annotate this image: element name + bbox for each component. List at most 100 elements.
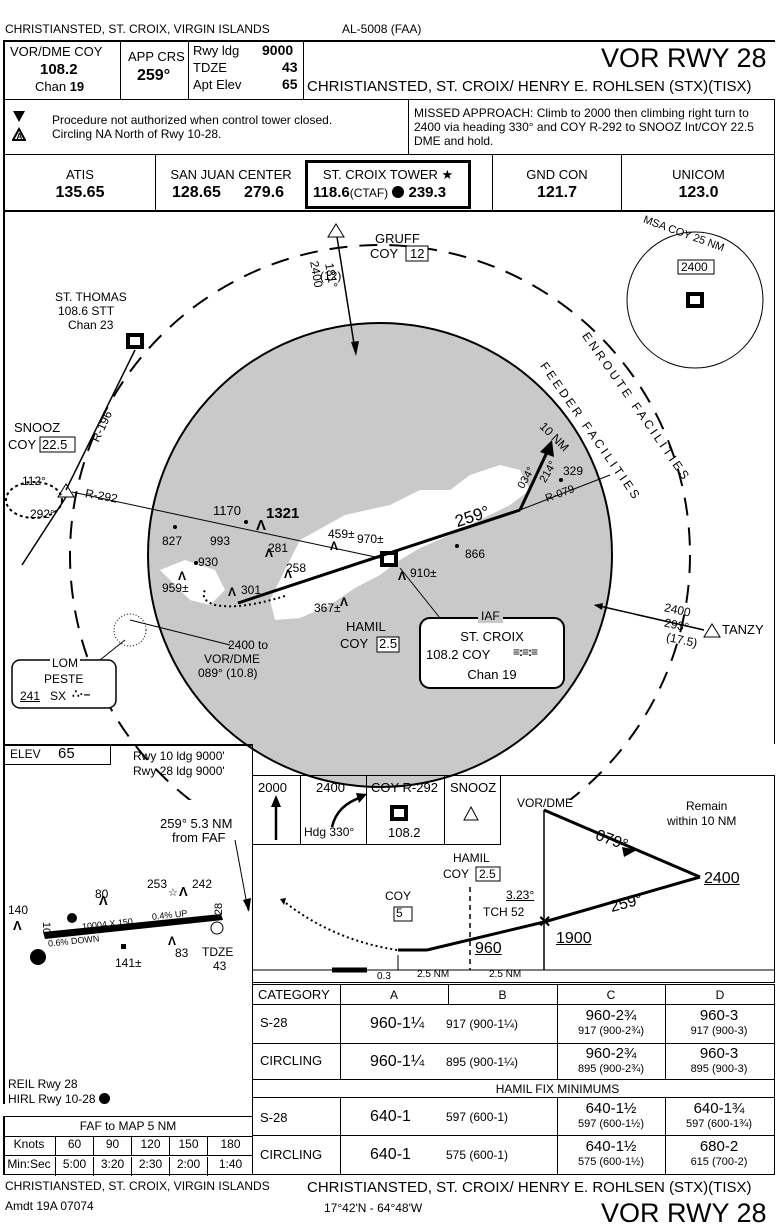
apt-elev-label: Apt Elev	[193, 77, 242, 92]
atis-label: ATIS	[66, 167, 94, 182]
tower-box	[305, 160, 471, 209]
remain-1: Remain	[686, 799, 728, 813]
hold-outbound: 292°	[30, 507, 55, 521]
elev-827: 827	[162, 534, 183, 548]
s28-label: S-28	[260, 1015, 288, 1030]
svg-text:Λ: Λ	[179, 884, 188, 899]
unicom-label: UNICOM	[672, 167, 725, 182]
min-s28-ab-detail: 917 (900-1¼)	[446, 1017, 519, 1031]
lom-label: LOM	[50, 656, 81, 671]
note-1: Procedure not authorized when control to…	[52, 113, 333, 127]
elev-993: 993	[210, 534, 231, 548]
gruff-dme: 12	[410, 246, 425, 261]
footer-amdt: Amdt 19A 07074	[5, 1199, 94, 1213]
knots-1: 90	[93, 1137, 131, 1156]
svg-text:Λ: Λ	[168, 934, 176, 948]
chart-title: VOR RWY 28	[601, 43, 767, 73]
min-hci-ab-detail: 575 (600-1)	[446, 1148, 509, 1162]
snooz-label: SNOOZ	[14, 420, 61, 435]
elev-label: ELEV	[10, 747, 41, 761]
min-s28-3: 917 (900-2¾)	[577, 1025, 645, 1037]
hold-inbound: 112°	[22, 474, 46, 488]
knots-0: 60	[55, 1137, 93, 1156]
min-hsa-5: 597 (600-1¾)	[685, 1118, 753, 1130]
stthomas-freq: 108.6 STT	[58, 304, 115, 318]
gruff-fix-icon	[327, 223, 345, 238]
lom-icon	[113, 613, 147, 647]
holding-pattern	[5, 481, 63, 519]
iaf-freq: 108.2 COY	[426, 647, 491, 662]
glidepath-line	[426, 920, 545, 952]
svg-text:Λ: Λ	[178, 569, 186, 583]
rwy10-length: Rwy 10 ldg 9000'	[133, 749, 225, 763]
atis-freq: 135.65	[55, 184, 105, 201]
min-hci-3: 575 (600-1½)	[577, 1156, 645, 1168]
sanjuan-freq-1: 128.65	[172, 184, 221, 201]
time-4: 1:40	[207, 1157, 253, 1176]
min-circ-3: 895 (900-2¾)	[577, 1063, 645, 1075]
min-hsa-4: 640-1¾	[693, 1100, 745, 1117]
reil-note: REIL Rwy 28	[8, 1077, 78, 1091]
missed-approach-path	[202, 589, 286, 608]
cat-d: D	[715, 988, 725, 1002]
msa-alt: 2400	[681, 260, 708, 274]
iaf-morse: ≡:≡:≡	[513, 645, 538, 659]
faf-note-1: 259° 5.3 NM	[160, 816, 233, 831]
circling-label: CIRCLING	[260, 1053, 323, 1068]
ma-step-3: COY R-292	[371, 780, 438, 795]
knots-3: 150	[169, 1137, 207, 1156]
svg-text:Λ: Λ	[330, 539, 338, 553]
knots-label: Knots	[13, 1137, 45, 1151]
apt-elev: 65	[282, 76, 298, 92]
gnd-freq: 121.7	[536, 184, 578, 201]
min-circ-ab-detail: 895 (900-1¼)	[446, 1055, 519, 1069]
category-label: CATEGORY	[258, 987, 330, 1002]
min-hci-ab: 640-1	[370, 1146, 411, 1163]
profile-gs: 3.23°	[506, 888, 535, 902]
time-0: 5:00	[55, 1157, 93, 1176]
ma-step-4: SNOOZ	[450, 780, 497, 795]
notes-symbols: A	[12, 111, 26, 141]
min-s28-5: 917 (900-3)	[690, 1025, 748, 1037]
stthomas-chan: Chan 23	[68, 318, 114, 332]
elev-866: 866	[465, 547, 486, 561]
timing-title: FAF to MAP 5 NM	[79, 1119, 177, 1133]
elev-329: 329	[563, 464, 584, 478]
final-course-line	[237, 508, 521, 605]
min-hsa-ab-detail: 597 (600-1)	[446, 1110, 509, 1124]
svg-text:Λ: Λ	[265, 546, 273, 560]
svg-text:☆: ☆	[168, 887, 178, 899]
knots-4: 180	[207, 1137, 253, 1156]
svg-text:Λ: Λ	[13, 918, 22, 933]
rwy-ldg-label: Rwy ldg	[193, 43, 240, 58]
iaf-chan: Chan 19	[467, 667, 517, 682]
airport-graphics: Λ Λ Λ ☆ Λ	[13, 840, 251, 965]
elev-301: 301	[241, 583, 262, 597]
elev-83: 83	[175, 946, 189, 960]
min-hci-4: 680-2	[699, 1138, 739, 1155]
island-west	[160, 560, 225, 605]
hamil-label: HAMIL	[346, 619, 386, 634]
rwy28-number: 28	[213, 902, 226, 916]
min-hsa-3: 597 (600-1½)	[577, 1118, 645, 1130]
note-2: Circling NA North of Rwy 10-28.	[52, 127, 222, 141]
elev-367: 367±	[314, 601, 341, 615]
nav-chan: Chan 19	[35, 79, 85, 94]
footer-airport: CHRISTIANSTED, ST. CROIX/ HENRY E. ROHLS…	[307, 1179, 752, 1196]
sanjuan-freq-2: 279.6	[244, 184, 285, 201]
ma-note-3: 089° (10.8)	[198, 666, 258, 680]
profile-graphics: ✕	[252, 793, 775, 973]
nav-freq: 108.2	[40, 61, 78, 78]
lom-morse: ∴·–	[72, 687, 91, 701]
elev-80: 80	[95, 887, 109, 901]
profile-coy: COY	[385, 889, 412, 903]
unicom-freq: 123.0	[678, 184, 719, 201]
profile-dist-2: 2.5 NM	[417, 969, 450, 980]
time-2: 2:30	[131, 1157, 169, 1176]
lom-id: SX	[50, 689, 67, 703]
svg-text:Λ: Λ	[99, 893, 108, 908]
ma-step-3-freq: 108.2	[388, 825, 421, 840]
profile-tch: TCH 52	[483, 905, 525, 919]
ma-step-2: 2400	[316, 780, 345, 795]
min-hci-2: 640-1½	[585, 1138, 637, 1155]
